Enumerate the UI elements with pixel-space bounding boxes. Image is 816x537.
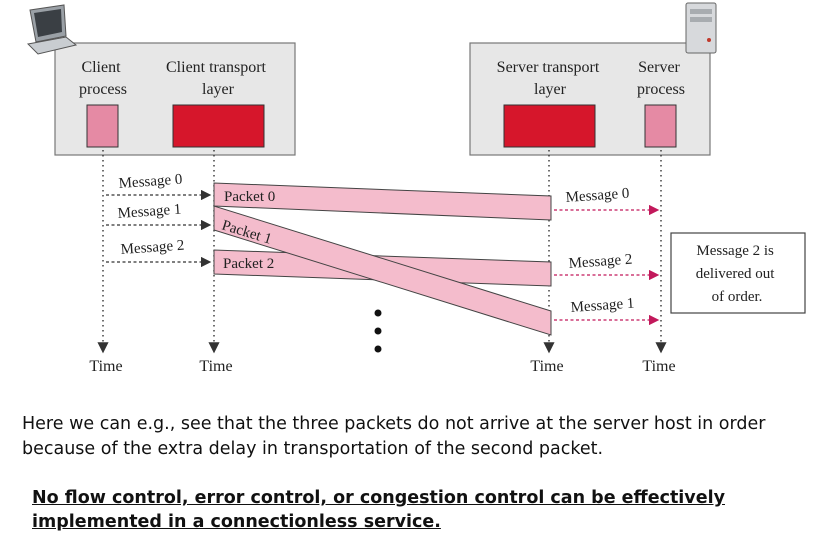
server-process-label-2: process	[637, 81, 685, 98]
server-transport-label: Server transport	[497, 59, 600, 76]
server-process-time-label: Time	[642, 358, 675, 375]
server-message-2-label: Message 2	[568, 252, 633, 272]
svg-text:Client process: Client process	[79, 59, 127, 98]
server-message-1-label: Message 1	[570, 296, 635, 316]
server-transport-time-label: Time	[530, 358, 563, 375]
connectionless-note: No flow control, error control, or conge…	[32, 488, 725, 532]
server-process-label: Server	[638, 59, 680, 76]
server-tower-icon	[685, 2, 717, 54]
client-transport-box	[172, 104, 265, 148]
client-process-label-2: process	[79, 81, 127, 98]
note-line-1: Message 2 is	[696, 243, 774, 259]
client-process-time-label: Time	[89, 358, 122, 375]
packet-2-label: Packet 2	[223, 256, 274, 272]
server-process-box	[644, 104, 677, 148]
packet-1-band	[213, 205, 552, 336]
client-transport-time-label: Time	[199, 358, 232, 375]
server-transport-label-2: layer	[534, 81, 567, 98]
client-transport-label-2: layer	[202, 81, 235, 98]
ellipsis-dots-icon	[374, 309, 382, 353]
client-process-box	[86, 104, 119, 148]
client-process-label: Client	[81, 59, 121, 76]
packet-0-band	[213, 182, 552, 221]
client-message-1-label: Message 1	[117, 202, 182, 222]
client-transport-label: Client transport	[166, 59, 267, 76]
svg-text:Server transport layer: Server transport layer	[497, 59, 604, 98]
out-of-order-note-box	[670, 232, 806, 314]
server-transport-box	[503, 104, 596, 148]
svg-text:Message 2 is delivered out: Message 2 is delivered out of order.	[696, 243, 778, 305]
caption-text: Here we can e.g., see that the three pac…	[22, 414, 766, 459]
svg-text:Client transport layer: Client transport layer	[166, 59, 270, 98]
note-line-2: delivered out	[696, 266, 776, 282]
laptop-icon	[26, 4, 78, 55]
packet-0-label: Packet 0	[224, 189, 275, 205]
client-message-0-label: Message 0	[118, 172, 183, 192]
svg-text:Server process: Server process	[637, 59, 685, 98]
server-message-0-label: Message 0	[565, 186, 630, 206]
note-line-3: of order.	[712, 289, 763, 305]
client-message-2-label: Message 2	[120, 238, 185, 258]
udp-out-of-order-diagram: Client process Client transport layer Se…	[26, 2, 806, 375]
